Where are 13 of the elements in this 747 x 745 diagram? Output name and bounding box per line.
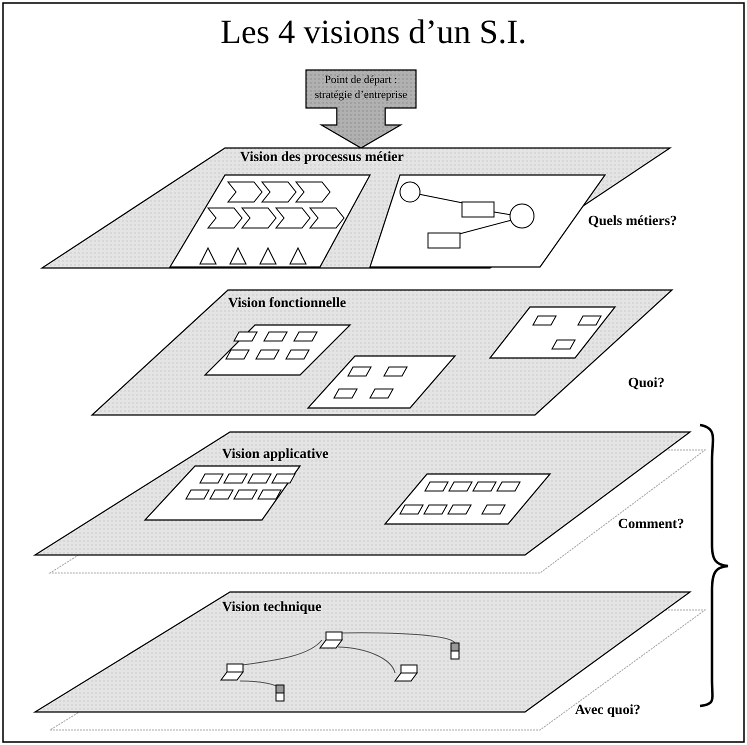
arrow-text: Point de départ : stratégie d’entreprise (314, 73, 408, 103)
diagram-title: Les 4 visions d’un S.I. (220, 14, 528, 52)
layer-plane (92, 290, 672, 415)
question-label: Avec quoi? (575, 703, 640, 719)
question-label: Quoi? (628, 376, 665, 392)
layer-heading: Vision applicative (222, 447, 328, 463)
start-arrow (306, 70, 416, 148)
layer-heading: Vision fonctionnelle (228, 296, 346, 312)
layer-heading: Vision technique (222, 600, 322, 616)
question-label: Quels métiers? (588, 214, 678, 230)
layer-plane (35, 432, 690, 555)
question-label: Comment? (618, 517, 684, 533)
layer-heading: Vision des processus métier (240, 150, 404, 166)
